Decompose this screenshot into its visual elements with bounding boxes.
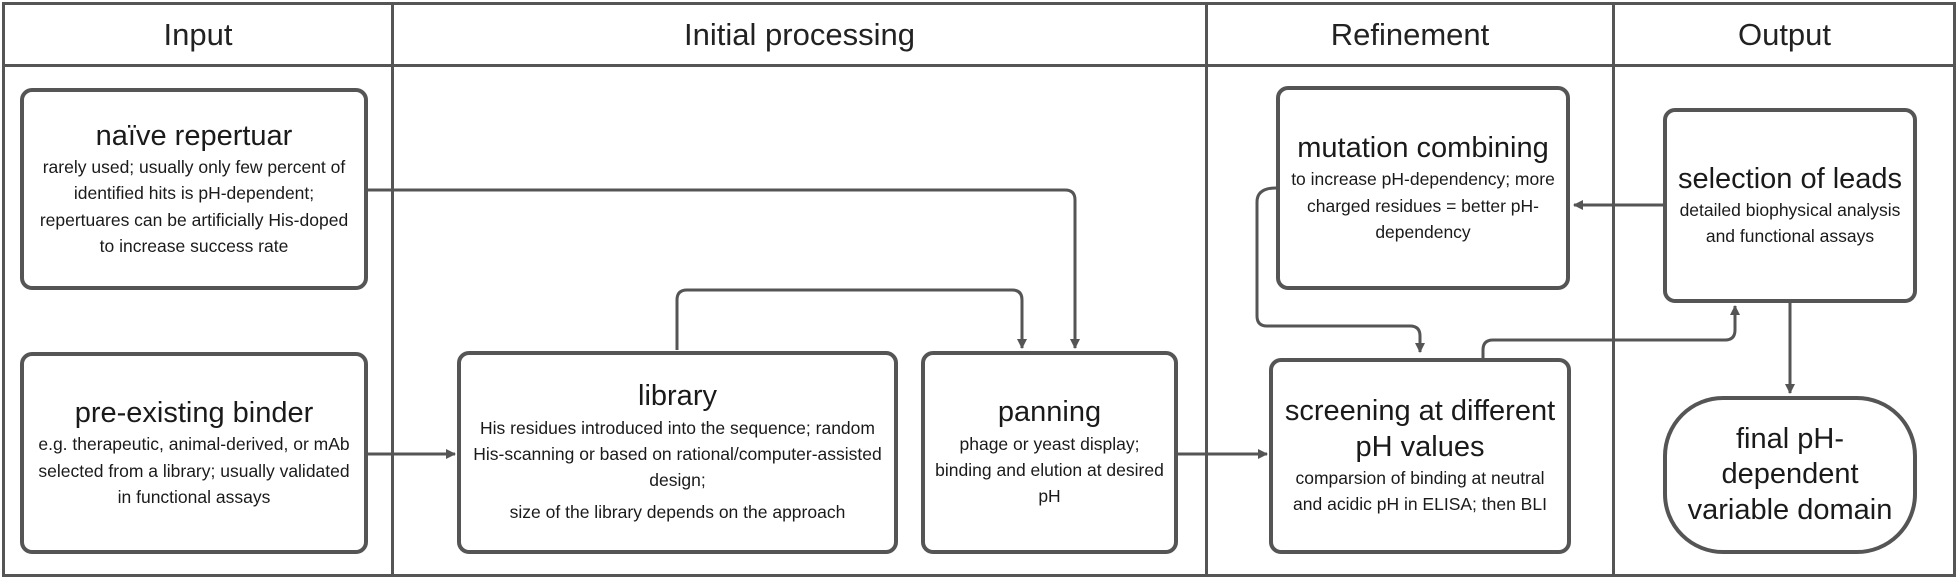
pre-existing-binder-description: e.g. therapeutic, animal-derived, or mAb…: [38, 434, 350, 507]
library-title: library: [638, 380, 717, 413]
pre-existing-binder-box: pre-existing binder e.g. therapeutic, an…: [20, 352, 368, 554]
column-header-input: Input: [163, 17, 233, 52]
column-divider-1: [391, 2, 394, 577]
naive-repertuar-title: naïve repertuar: [95, 119, 293, 152]
screening-title: screening at different pH values: [1284, 395, 1556, 463]
panning-description: phage or yeast display; binding and elut…: [935, 433, 1164, 507]
selection-of-leads-description: detailed biophysical analysis and functi…: [1679, 199, 1901, 247]
panning-box: panning phage or yeast display; binding …: [921, 351, 1178, 554]
arrow-naive-to-panning: [368, 188, 1080, 349]
library-size-note: size of the library depends on the appro…: [509, 502, 846, 523]
arrow-mutation-to-screening: [1255, 186, 1425, 353]
header-divider: [2, 64, 1956, 67]
arrow-screening-to-leads: [1481, 305, 1740, 358]
selection-of-leads-box: selection of leads detailed biophysical …: [1663, 108, 1917, 303]
mutation-combining-title: mutation combining: [1297, 131, 1549, 164]
column-divider-2: [1205, 2, 1208, 577]
column-divider-3: [1612, 2, 1615, 577]
library-box: library His residues introduced into the…: [457, 351, 898, 554]
column-header-initial-processing: Initial processing: [684, 17, 915, 52]
final-domain-title: final pH-dependent variable domain: [1687, 422, 1893, 526]
panning-title: panning: [997, 396, 1102, 429]
mutation-combining-box: mutation combining to increase pH-depend…: [1276, 86, 1570, 290]
screening-box: screening at different pH values compars…: [1269, 358, 1571, 554]
pre-existing-binder-title: pre-existing binder: [74, 396, 314, 429]
arrow-library-to-panning: [675, 288, 1027, 350]
column-header-refinement: Refinement: [1330, 17, 1490, 52]
screening-description: comparsion of binding at neutral and aci…: [1293, 468, 1547, 515]
naive-repertuar-description: rarely used; usually only few percent of…: [39, 157, 349, 256]
final-domain-box: final pH-dependent variable domain: [1663, 396, 1917, 554]
selection-of-leads-title: selection of leads: [1677, 162, 1903, 195]
naive-repertuar-box: naïve repertuar rarely used; usually onl…: [20, 88, 368, 290]
mutation-combining-description: to increase pH-dependency; more charged …: [1291, 169, 1555, 242]
library-description: His residues introduced into the sequenc…: [473, 417, 882, 491]
column-header-output: Output: [1737, 17, 1832, 52]
